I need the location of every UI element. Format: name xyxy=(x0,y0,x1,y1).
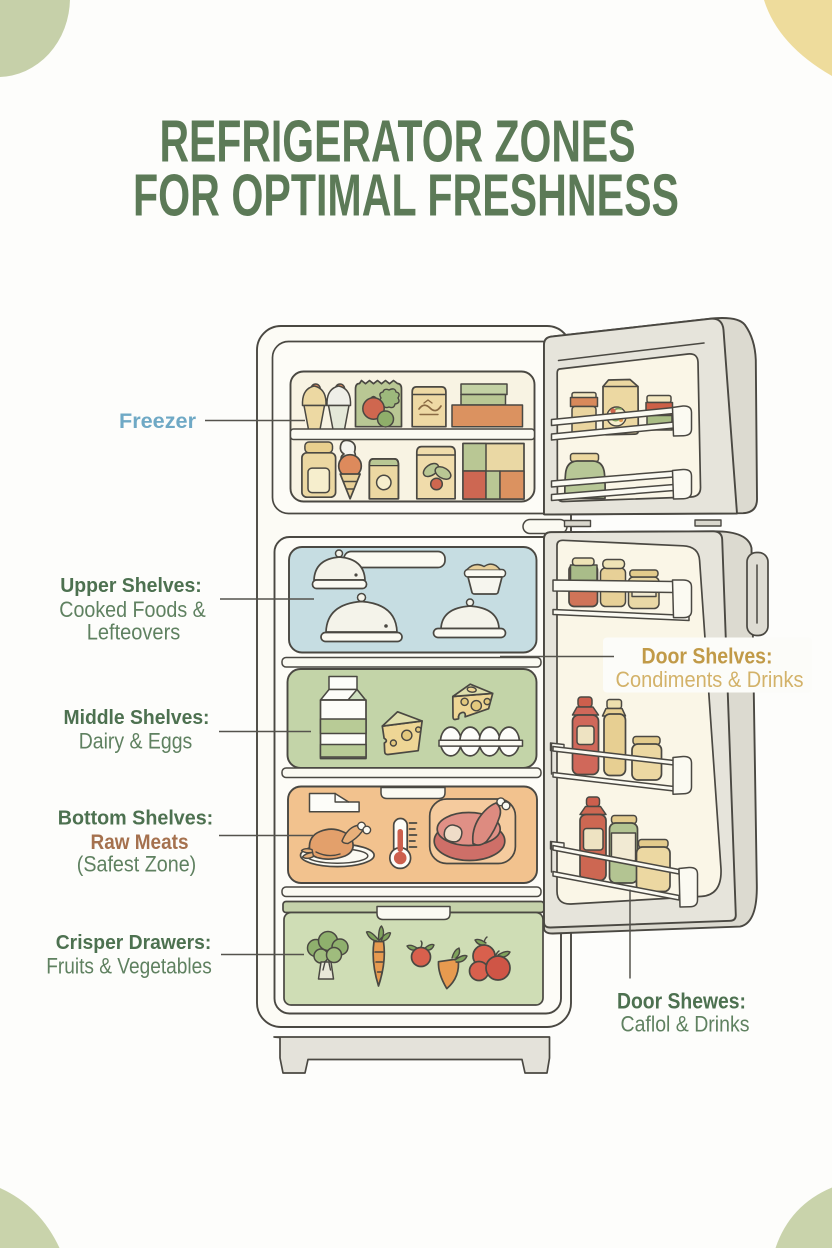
svg-text:FOR OPTIMAL FRESHNESS: FOR OPTIMAL FRESHNESS xyxy=(133,163,679,229)
svg-text:Door Shelves:: Door Shelves: xyxy=(642,644,773,669)
svg-text:Fruits & Vegetables: Fruits & Vegetables xyxy=(46,954,212,979)
svg-text:Dairy & Eggs: Dairy & Eggs xyxy=(79,729,193,754)
svg-text:Crisper Drawers:: Crisper Drawers: xyxy=(56,931,212,954)
svg-text:REFRIGERATOR ZONES: REFRIGERATOR ZONES xyxy=(160,109,636,175)
svg-text:Door Shewes:: Door Shewes: xyxy=(617,989,746,1014)
svg-text:Middle Shelves:: Middle Shelves: xyxy=(64,706,210,729)
svg-text:Freezer: Freezer xyxy=(119,410,196,433)
svg-text:Upper Shelves:: Upper Shelves: xyxy=(60,574,202,597)
svg-text:Cooked Foods &: Cooked Foods & xyxy=(59,597,206,622)
svg-text:Raw Meats: Raw Meats xyxy=(91,830,189,854)
svg-text:Caflol & Drinks: Caflol & Drinks xyxy=(621,1012,750,1037)
svg-text:Lefteovers: Lefteovers xyxy=(87,620,181,645)
svg-text:(Safest Zone): (Safest Zone) xyxy=(77,852,197,877)
svg-text:Condiments & Drinks: Condiments & Drinks xyxy=(616,667,804,692)
svg-text:Bottom Shelves:: Bottom Shelves: xyxy=(58,807,214,830)
